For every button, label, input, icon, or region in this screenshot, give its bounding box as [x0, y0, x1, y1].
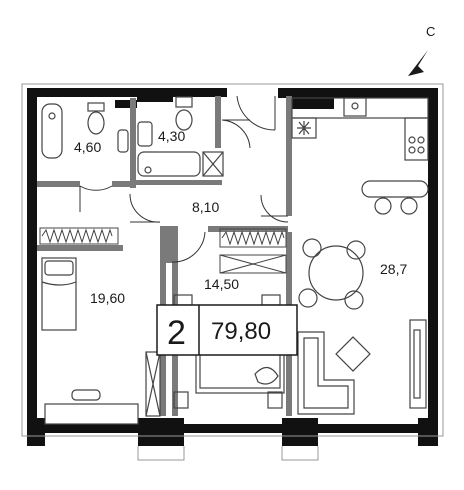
cooktop-icon	[408, 136, 416, 144]
single-bed-icon	[41, 257, 77, 331]
total-area: 79,80	[211, 318, 271, 345]
label-bathroom-1: 4,60	[74, 139, 101, 155]
label-bedroom-1: 19,60	[90, 290, 125, 306]
exterior-outline	[21, 83, 444, 461]
wardrobe-hall	[219, 228, 287, 248]
wardrobe-bedroom-1	[39, 227, 119, 245]
sofa-icon	[297, 331, 355, 415]
label-kitchen-living: 28,7	[380, 261, 407, 277]
kitchen-fixtures	[291, 97, 429, 215]
living-furniture	[297, 319, 427, 415]
compass: С	[408, 24, 435, 76]
drain-icon	[48, 112, 56, 120]
chair-icon	[71, 389, 101, 401]
fridge-icon	[297, 121, 311, 135]
desk-icon	[44, 403, 139, 425]
north-arrow-icon	[408, 50, 428, 76]
shoe-cabinet	[219, 254, 287, 274]
sink-icon	[117, 129, 129, 153]
compass-label: С	[426, 24, 435, 39]
label-hall: 8,10	[192, 199, 219, 215]
label-bathroom-2: 4,30	[158, 128, 185, 144]
shower-tray-icon	[137, 151, 201, 177]
bathroom-2-fixtures	[137, 96, 224, 177]
dining-table-icon	[308, 245, 364, 301]
pillow-icon	[254, 366, 279, 385]
bar-counter-icon	[361, 180, 429, 198]
toilet-tank-icon-2	[175, 96, 193, 108]
toilet-icon	[87, 111, 105, 135]
kitchen-sink-icon	[343, 97, 367, 117]
toilet-icon-2	[175, 109, 193, 131]
toilet-tank-icon	[87, 102, 105, 112]
wardrobes	[39, 227, 287, 274]
apartment-summary-badge: 2 79,80	[156, 304, 298, 356]
room-labels: 4,60 4,30 8,10 19,60 14,50 28,7	[74, 128, 407, 306]
bathtub-icon	[41, 103, 63, 159]
bar-stool-icon	[374, 197, 392, 215]
dining-set	[298, 238, 366, 310]
door-swings	[79, 95, 289, 263]
sink-icon-2	[137, 121, 153, 147]
bathroom-1-fixtures	[41, 102, 129, 159]
bedroom-1-furniture	[41, 257, 161, 425]
tv-cabinet-icon	[409, 319, 427, 409]
coffee-table-icon	[335, 336, 371, 372]
label-bedroom-2: 14,50	[204, 276, 239, 292]
room-count: 2	[167, 314, 186, 352]
